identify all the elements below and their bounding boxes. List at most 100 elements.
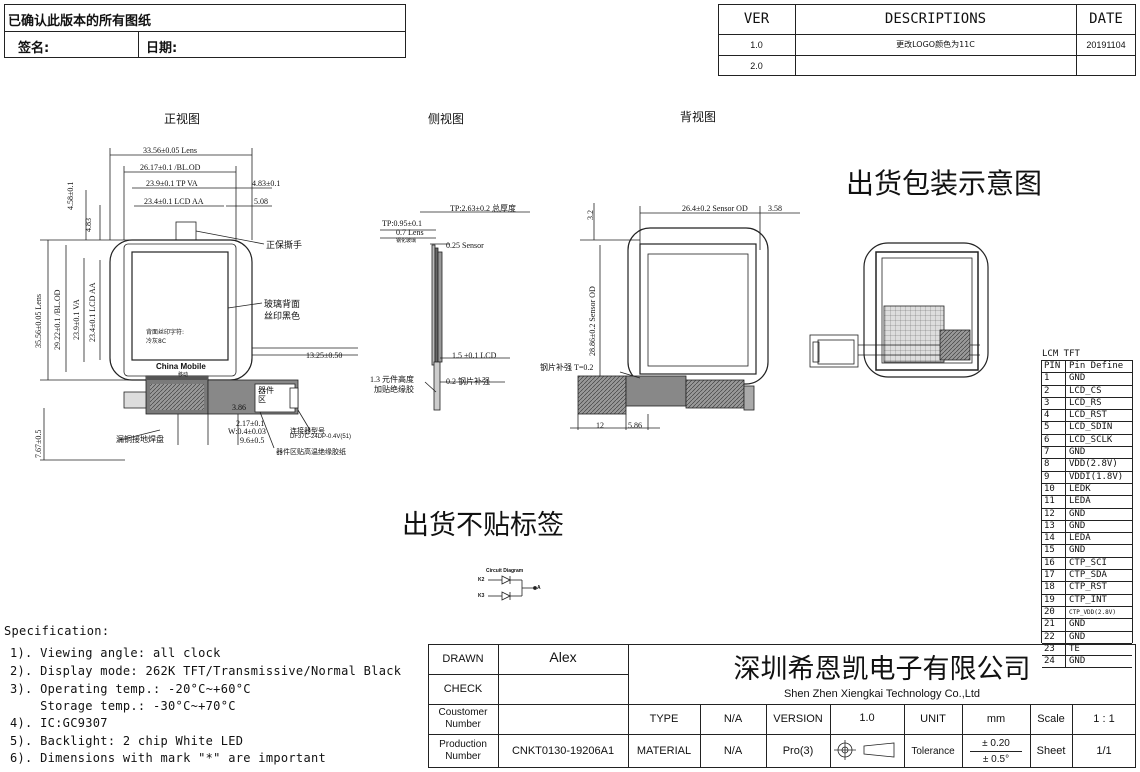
label-glass-back: 玻璃背面 <box>264 300 301 310</box>
rev-row2-ver: 2.0 <box>750 60 763 71</box>
pin-number: 10 <box>1042 483 1066 496</box>
side-sensor: 0.25 Sensor <box>446 241 484 250</box>
tb-drawn-label: DRAWN <box>442 653 484 665</box>
label-silk-black: 丝印黑色 <box>264 312 301 322</box>
dim-217: 2.17±0.1 <box>236 419 265 428</box>
label-connector: 连接器型号 <box>290 427 325 435</box>
packaging-title: 出货包装示意图 <box>846 169 1043 200</box>
tb-type-label: TYPE <box>649 713 679 725</box>
tb-production-value: CNKT0130-19206A1 <box>511 745 615 757</box>
tb-tolerance-label: Tolerance <box>911 745 955 757</box>
tb-unit-value: mm <box>986 713 1006 725</box>
tb-tol2: ± 0.5° <box>982 753 1010 765</box>
dim-96: 9.6±0.5 <box>240 436 265 445</box>
tb-company-en: Shen Zhen Xiengkai Technology Co.,Ltd <box>783 688 981 700</box>
back-586: 5.86 <box>628 421 642 430</box>
spec-item-4: Storage temp.: -30°C~+70°C <box>10 699 236 713</box>
label-insulate: 器件区贴高温绝缘胶纸 <box>276 448 346 456</box>
revision-table <box>718 4 1136 76</box>
pin-header-pin: PIN <box>1042 361 1066 373</box>
pin-number: 4 <box>1042 410 1066 422</box>
label-protect-film: 正保撕手 <box>266 241 303 251</box>
pin-header: PIN Pin Define <box>1042 361 1132 374</box>
tb-sheet-value: 1/1 <box>1096 745 1112 757</box>
front-view-title: 正视图 <box>164 112 201 126</box>
tb-scale-label: Scale <box>1037 713 1065 725</box>
dim-004: W:0.4±0.03 <box>228 427 266 436</box>
back-right: 3.58 <box>768 204 782 213</box>
no-label-title: 出货不贴标签 <box>402 510 564 540</box>
pin-define: GND <box>1069 520 1086 531</box>
circuit-k3: K3 <box>478 593 485 599</box>
pin-number: 3 <box>1042 397 1066 410</box>
pin-define: GND <box>1069 619 1086 630</box>
approval-text: 已确认此版本的所有图纸 <box>8 14 152 29</box>
dim-lcd-width: 23.4±0.1 LCD AA <box>144 197 204 206</box>
tb-sheet-label: Sheet <box>1036 745 1066 757</box>
pin-number: 16 <box>1042 557 1066 570</box>
pin-number: 23 <box>1042 643 1066 656</box>
tb-tol1: ± 0.20 <box>982 737 1010 749</box>
pin-define: GND <box>1069 447 1086 458</box>
rev-col-desc: DESCRIPTIONS <box>884 11 987 27</box>
pin-define: CTP_VDD(2.8V) <box>1069 608 1116 616</box>
tb-version-value: 1.0 <box>859 712 875 724</box>
spec-item-5: 4). IC:GC9307 <box>10 716 108 730</box>
pin-number: 6 <box>1042 434 1066 447</box>
spec-item-3: 3). Operating temp.: -20°C~+60°C <box>10 682 251 696</box>
pin-define: GND <box>1069 656 1086 667</box>
spec-item-2: 2). Display mode: 262K TFT/Transmissive/… <box>10 664 402 678</box>
pin-number: 9 <box>1042 471 1066 483</box>
tb-drawn-by: Alex <box>549 649 577 665</box>
pin-number: 18 <box>1042 582 1066 594</box>
tb-customer-label: Coustomer Number <box>438 707 488 730</box>
side-view-title: 侧视图 <box>428 112 465 126</box>
label-outline-text: 背面丝印字符: <box>146 329 185 336</box>
tb-pro-label: Pro(3) <box>782 745 814 757</box>
dim-right-top: 4.83±0.1 <box>252 179 281 188</box>
side-lens: 0.7 Lens <box>396 228 424 237</box>
side-lens-cn: 钢化玻璃 <box>396 238 417 244</box>
spec-item-6: 5). Backlight: 2 chip White LED <box>10 734 244 748</box>
pin-table-title: LCM TFT <box>1042 349 1080 359</box>
rev-row1-ver: 1.0 <box>750 39 763 50</box>
back-steel: 钢片补强 T=0.2 <box>540 363 594 372</box>
title-block <box>428 644 1136 768</box>
label-pad: 漏铜接地焊盘 <box>116 435 164 444</box>
pin-define: CTP_RST <box>1069 582 1107 593</box>
rev-row1-date: 20191104 <box>1086 39 1126 50</box>
pin-number: 1 <box>1042 373 1066 385</box>
pin-number: 20 <box>1042 606 1066 619</box>
pin-header-def: Pin Define <box>1069 361 1124 371</box>
pin-define: TE <box>1069 643 1080 654</box>
pin-number: 22 <box>1042 631 1066 643</box>
back-view-title: 背视图 <box>680 110 717 124</box>
side-insulate: 加贴绝缘胶 <box>374 385 414 394</box>
back-sensor-width: 26.4±0.2 Sensor OD <box>682 204 748 213</box>
pin-define: CTP_SCI <box>1069 557 1107 568</box>
label-connector-model: DF37C-24DP-0.4V(51) <box>290 434 352 440</box>
pin-number: 5 <box>1042 422 1066 434</box>
dim-386: 3.86 <box>232 403 246 412</box>
pin-define: GND <box>1069 508 1086 519</box>
